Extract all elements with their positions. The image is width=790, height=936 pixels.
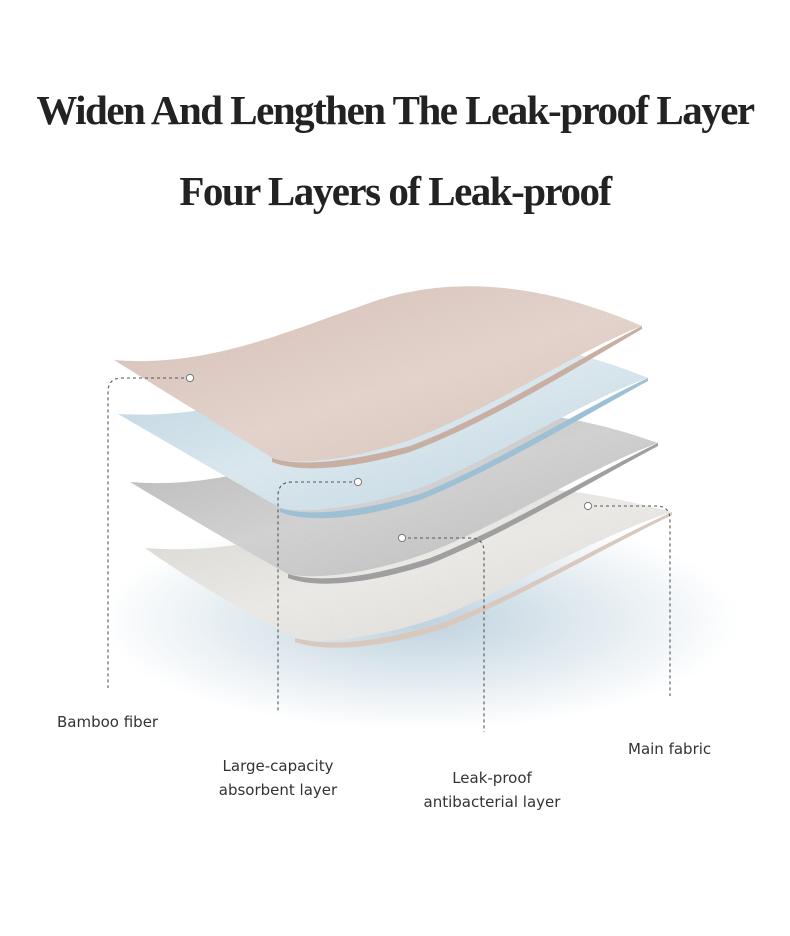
label-line: Main fabric [628, 740, 712, 758]
label-bamboo-fiber: Bamboo fiber [57, 710, 158, 734]
label-main-fabric: Main fabric [628, 737, 711, 761]
layer-main-fabric [145, 487, 672, 648]
label-line: Leak-proof [452, 769, 532, 787]
layer-bamboo-fiber [114, 286, 642, 469]
marker-dot-leak-proof [397, 533, 407, 543]
headline-secondary: Four Layers of Leak-proof [179, 168, 612, 214]
label-leak-proof-layer: Leak-proof antibacterial layer [418, 766, 566, 814]
label-absorbent-layer: Large-capacity absorbent layer [214, 754, 342, 802]
leader-line-bamboo [107, 377, 190, 688]
leader-line-main-fabric [588, 505, 671, 696]
label-line: Large-capacity [222, 757, 334, 775]
leader-line-leak-proof [402, 537, 485, 732]
marker-dot-bamboo [185, 373, 195, 383]
headline-primary: Widen And Lengthen The Leak-proof Layer [36, 87, 755, 133]
marker-dot-main-fabric [583, 501, 593, 511]
leader-line-absorbent [277, 481, 358, 712]
label-line: antibacterial layer [423, 793, 561, 811]
marker-dot-absorbent [353, 477, 363, 487]
label-line: Bamboo fiber [57, 713, 159, 731]
label-line: absorbent layer [218, 781, 338, 799]
